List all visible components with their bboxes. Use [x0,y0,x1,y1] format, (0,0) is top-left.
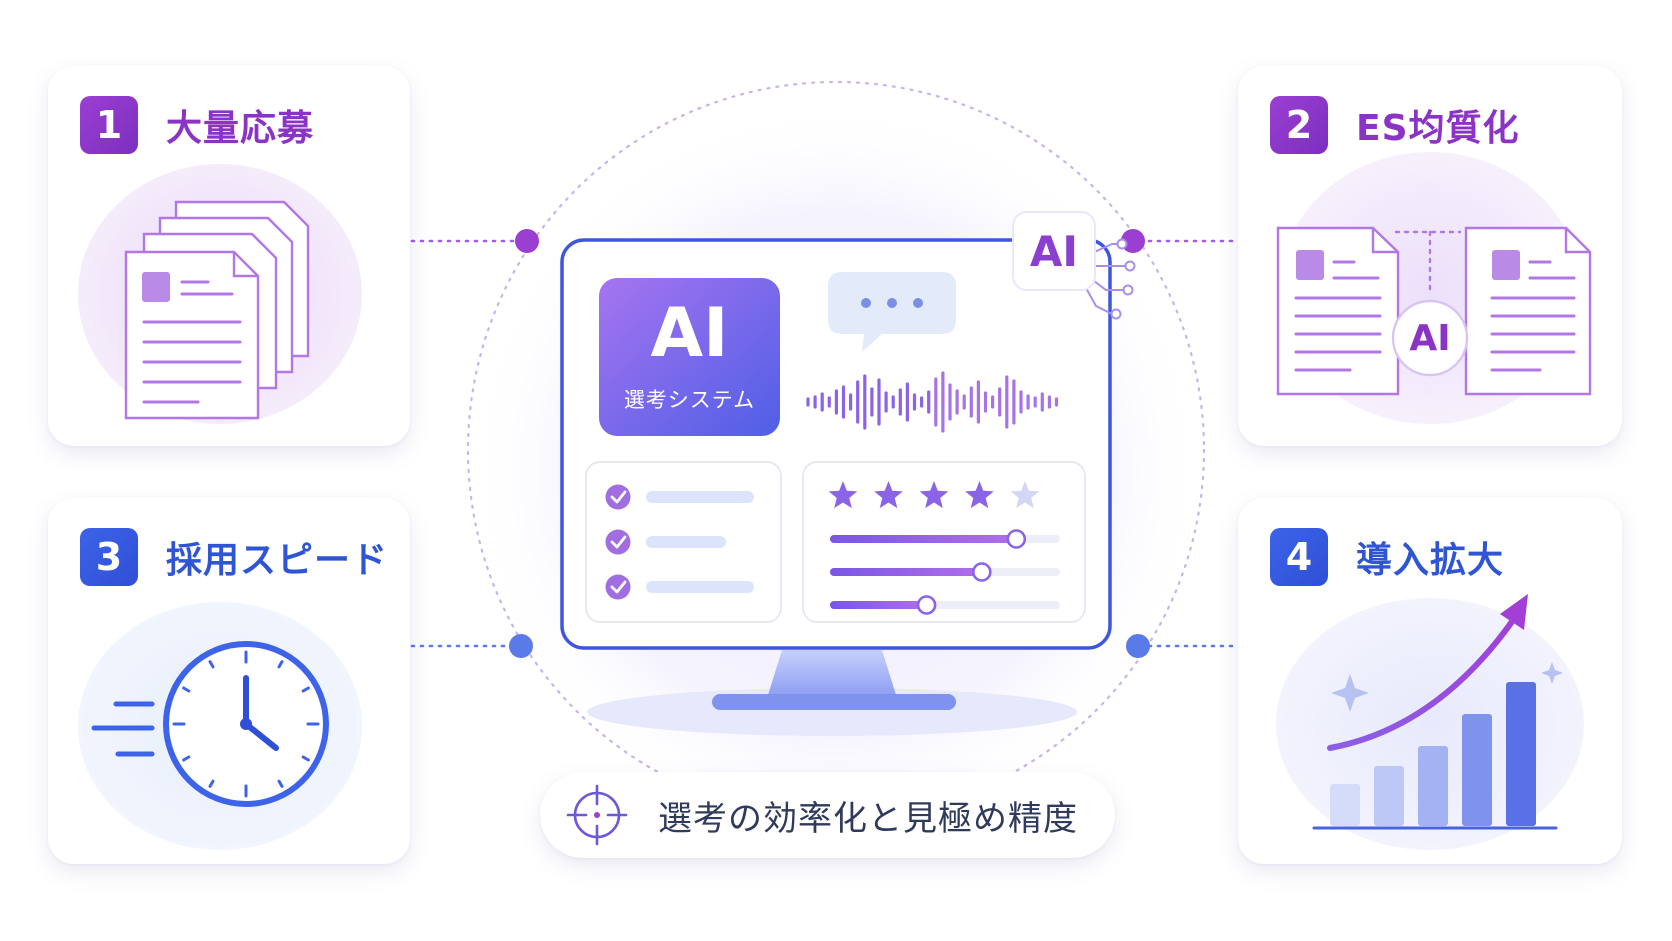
checklist-line [646,536,726,548]
card-mass-applications: 1 大量応募 [48,66,410,446]
star-filled-icon [874,481,903,509]
clock-tick [182,755,191,762]
clock-tick [208,660,215,669]
card-header: 1 大量応募 [80,96,314,154]
step-number-badge: 2 [1270,96,1328,154]
compare-documents-icon [1276,152,1592,424]
check-icon [605,574,631,600]
card-title: ES均質化 [1356,108,1520,149]
ai-badge-label: AI [1029,226,1079,276]
speed-lines-icon [91,701,155,757]
clock-tick [301,686,310,693]
star-filled-icon [919,481,949,509]
clock-icon [78,602,362,850]
check-icon [605,484,631,510]
card-title: 採用スピード [166,540,389,581]
ai-system-subtitle: 選考システム [623,388,756,412]
stacked-documents-icon [78,164,362,424]
clock-tick [208,779,215,788]
check-mark [610,535,627,549]
ai-system-title: AI [650,294,729,373]
caption-text: 選考の効率化と見極め精度 [658,798,1078,839]
bar-columns [1330,682,1536,826]
slider-fill [830,601,927,609]
clock-tick [277,779,284,788]
clock-tick [182,686,191,693]
star-empty-icon [1010,481,1040,509]
slider-fill [830,568,982,576]
step-number-badge: 4 [1270,528,1328,586]
monitor [560,238,1112,650]
card-hiring-speed: 3 採用スピード [48,498,410,864]
connector-lines [410,239,1240,648]
step-number-badge: 1 [80,96,138,154]
compare-ai-label: AI [1409,317,1451,359]
check-mark [610,490,627,504]
slider-knob [971,562,992,582]
slider-knob [1006,529,1027,549]
monitor-stand [587,650,1077,736]
sparkle-icon [1331,674,1369,712]
card-header: 3 採用スピード [80,528,388,586]
check-icon [605,529,631,555]
slider-fill [830,535,1017,543]
target-icon [566,784,628,846]
sparkle-icon [1541,662,1563,684]
checklist-line [646,581,754,593]
ai-system-tile: AI 選考システム [599,278,780,436]
card-header: 4 導入拡大 [1270,528,1504,586]
card-title: 大量応募 [166,108,315,149]
clock-tick [301,755,310,762]
star-filled-icon [828,481,858,509]
card-header: 2 ES均質化 [1270,96,1520,154]
step-number-badge: 3 [80,528,138,586]
checklist-line [646,491,754,503]
card-adoption-expansion: 4 導入拡大 [1238,498,1622,864]
ai-chip-badge [1012,211,1136,320]
voice-waveform [806,371,1059,433]
slider-knob [916,595,937,615]
card-title: 導入拡大 [1356,540,1505,581]
card-es-homogenization: AI 2 ES均質化 [1238,66,1622,446]
star-filled-icon [965,481,994,509]
clock-tick [277,660,284,669]
connector-nodes [509,229,1150,658]
caption-pill: 選考の効率化と見極め精度 [540,772,1115,858]
check-mark [610,580,627,594]
growth-chart-icon [1276,594,1584,850]
